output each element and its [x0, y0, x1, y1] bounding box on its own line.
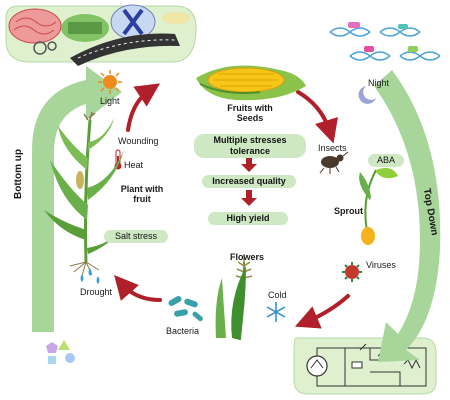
- arrow-sprout-to-flowers: [294, 294, 350, 329]
- virus-icon: [342, 262, 362, 282]
- bottom-up-arrow: [32, 66, 122, 332]
- heat-label: Heat: [124, 160, 144, 170]
- bacteria-label: Bacteria: [166, 326, 200, 336]
- top-down-arrow: [374, 70, 441, 362]
- flowers-label: Flowers: [230, 252, 265, 262]
- flower-tassel-icon: [215, 254, 253, 341]
- shape-icons: [46, 340, 75, 364]
- central-down-arrows: [241, 156, 257, 206]
- dna-strand-icons: [329, 22, 441, 61]
- sprout-label: Sprout: [334, 206, 363, 216]
- cycle-arrows: [114, 83, 350, 329]
- insects-label: Insects: [318, 143, 347, 153]
- fruits-with-seeds-label: Fruits with Seeds: [227, 103, 273, 123]
- snowflake-icon: [266, 302, 286, 322]
- bottom-up-label: Bottom up: [13, 149, 24, 199]
- step-increased-quality: Increased quality: [202, 175, 296, 188]
- viruses-label: Viruses: [366, 260, 396, 270]
- wounding-label: Wounding: [118, 136, 159, 146]
- arrow-plant-to-fruits: [126, 83, 160, 132]
- arrow-bacteria-to-plant: [114, 274, 162, 302]
- moon-icon: [358, 86, 376, 104]
- meter-icon: [306, 355, 328, 377]
- bacteria-icons: [168, 296, 203, 322]
- aba-label: ABA: [368, 154, 404, 167]
- drought-label: Drought: [80, 287, 113, 297]
- salt-stress-label: Salt stress: [104, 230, 168, 243]
- cold-label: Cold: [268, 290, 287, 300]
- bottom-right-circuit-panel: [293, 337, 437, 395]
- insect-icon: [319, 151, 349, 174]
- arrow-fruits-to-sprout: [296, 90, 338, 144]
- corn-plant-icon: [44, 111, 124, 277]
- plant-with-fruit-label: Plant with fruit: [120, 184, 164, 204]
- night-label: Night: [368, 78, 390, 88]
- step-high-yield: High yield: [208, 212, 288, 225]
- organelle-icon: [8, 8, 62, 44]
- corn-cob-icon: [196, 65, 306, 101]
- step-multiple-stresses-tolerance: Multiple stresses tolerance: [194, 134, 306, 158]
- water-drop-icons: [80, 268, 100, 284]
- gear-icon: [33, 41, 47, 55]
- light-label: Light: [100, 96, 120, 106]
- light-sun-icon: [98, 70, 122, 94]
- sprout-icon: [359, 168, 398, 245]
- top-left-molecular-panel: [5, 4, 197, 66]
